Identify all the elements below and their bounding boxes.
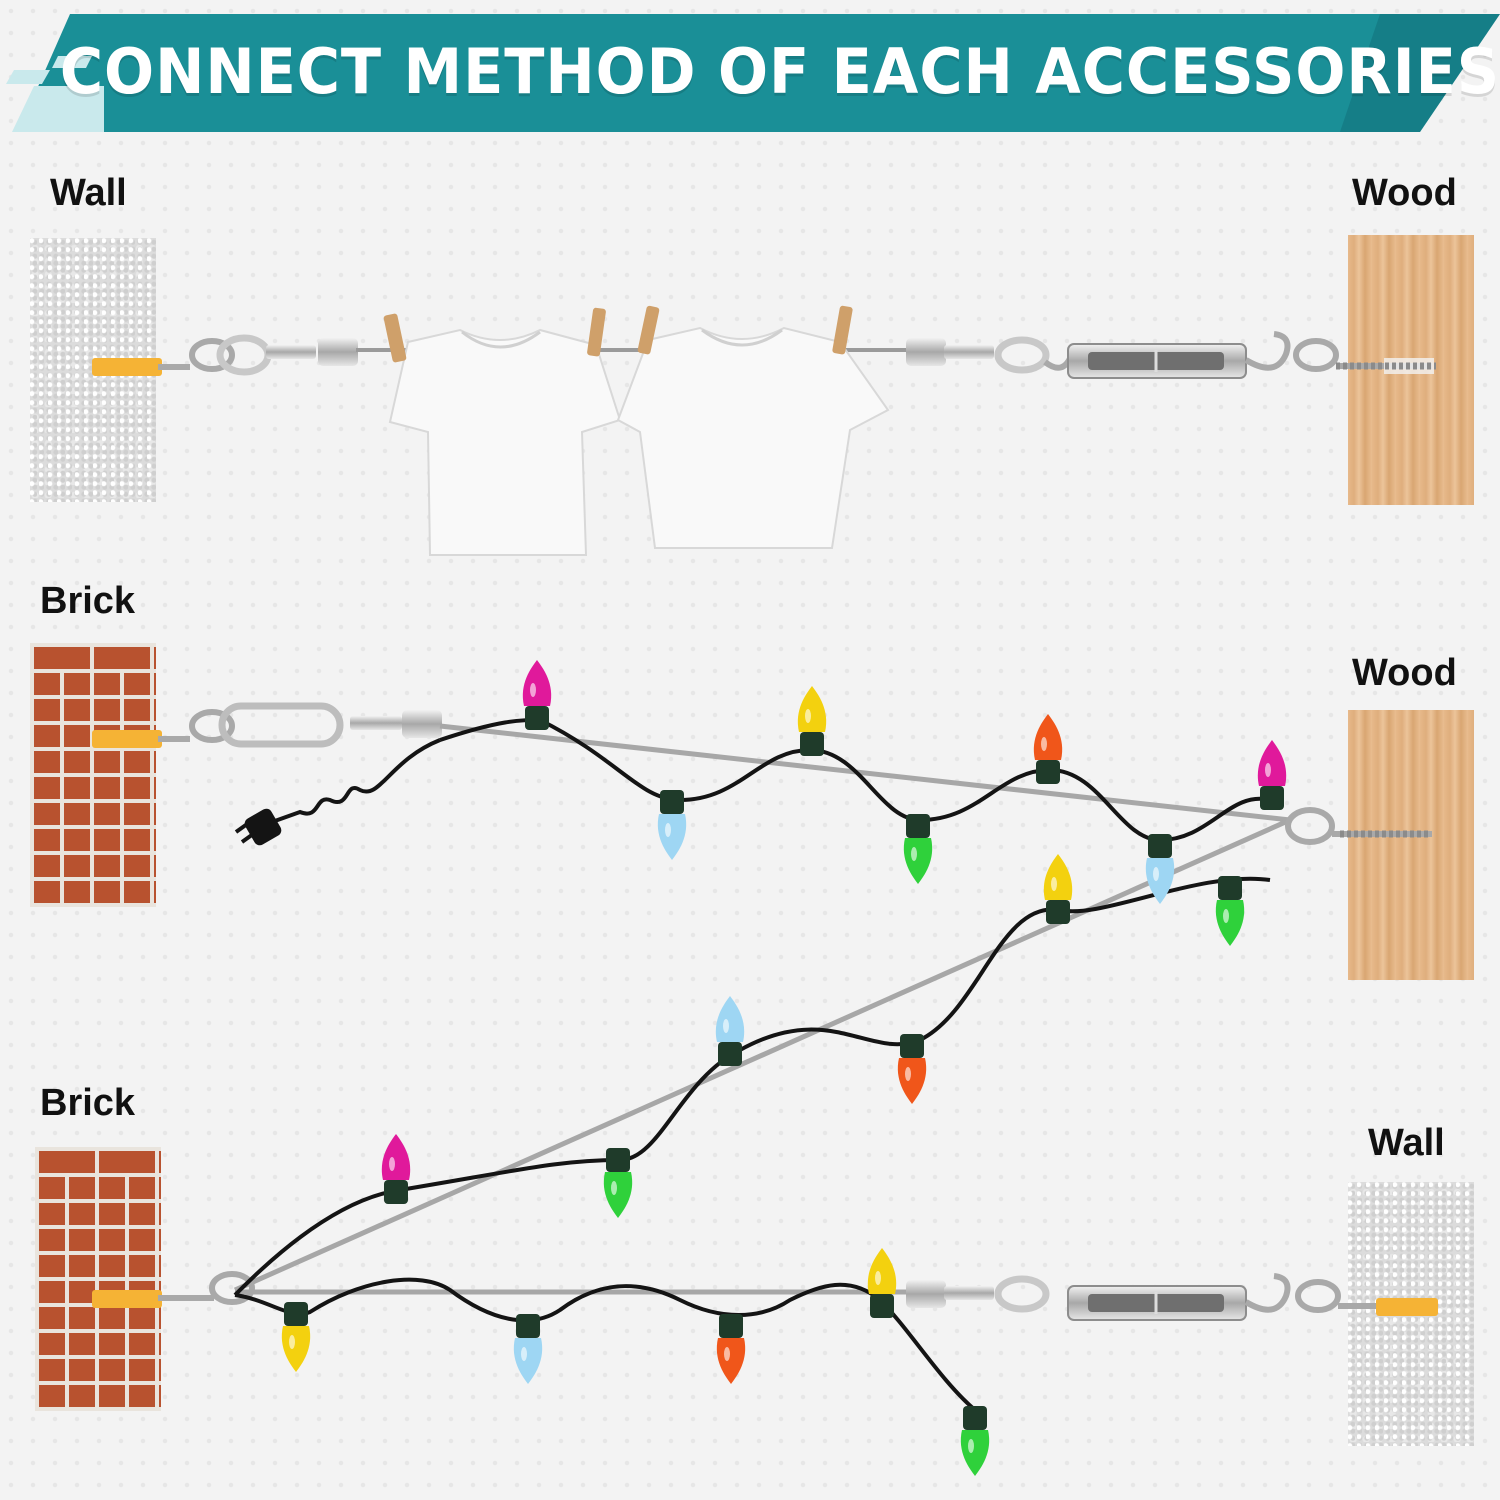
row1-left-label: Wall	[50, 172, 127, 214]
bulb-icon	[513, 1314, 543, 1384]
plug-icon	[234, 808, 282, 846]
bulb-icon	[1215, 876, 1245, 946]
wire-clamp-icon	[402, 710, 442, 738]
thimble-icon	[994, 1275, 1050, 1313]
banner-shape	[6, 14, 1500, 132]
carabiner-icon	[218, 702, 344, 748]
wire-rope	[439, 723, 1291, 823]
thimble-icon	[994, 336, 1050, 374]
bulb-icon	[960, 1406, 990, 1476]
wire-clamp-icon	[318, 338, 358, 366]
turnbuckle-icon	[1067, 1285, 1247, 1321]
turnbuckle-icon	[1067, 343, 1247, 379]
eye-hook-icon	[158, 1271, 255, 1305]
bulb-group	[281, 660, 1287, 1476]
thimble-icon	[216, 334, 272, 376]
wall-anchor-icon	[92, 730, 162, 748]
eye-hook-icon	[158, 338, 235, 372]
bulb-icon	[797, 686, 827, 756]
header-banner: CONNECT METHOD OF EACH ACCESSORIES	[0, 0, 1500, 150]
brick-surface-middle-left	[30, 643, 156, 907]
wall-surface-bottom-right	[1348, 1182, 1474, 1446]
wall-anchor-icon	[92, 358, 162, 376]
wire-clamp-icon	[906, 338, 946, 366]
row1-right-label: Wood	[1352, 172, 1457, 214]
row2-installation	[92, 702, 1432, 1293]
bulb-icon	[657, 790, 687, 860]
row1-installation	[92, 305, 1436, 556]
shirt-icon	[616, 326, 890, 549]
bulb-icon	[897, 1034, 927, 1104]
light-string-cable	[234, 1277, 977, 1412]
bulb-icon	[281, 1302, 311, 1372]
light-string-cable	[233, 876, 1271, 1297]
bulb-icon	[1043, 854, 1073, 924]
wire-rope	[233, 817, 1292, 1293]
bulb-icon	[903, 814, 933, 884]
clothespin-icon	[383, 305, 853, 363]
bulb-icon	[1033, 714, 1063, 784]
bulb-icon	[522, 660, 552, 730]
eye-hook-icon	[1295, 1279, 1380, 1313]
wire-clip-icon	[350, 716, 402, 730]
wire-clamp-icon	[906, 1280, 946, 1308]
row3-right-label: Wall	[1368, 1122, 1445, 1164]
bulb-icon	[603, 1148, 633, 1218]
shirt-icon	[388, 328, 622, 556]
wood-surface-middle-right	[1348, 710, 1474, 980]
wall-anchor-icon	[92, 1290, 162, 1308]
bulb-icon	[1145, 834, 1175, 904]
wall-anchor-icon	[1376, 1298, 1438, 1316]
s-hook-icon	[1244, 1273, 1291, 1313]
wire-clip-icon	[266, 345, 316, 359]
row3-left-label: Brick	[40, 1082, 136, 1124]
page-title: CONNECT METHOD OF EACH ACCESSORIES	[59, 34, 1500, 108]
wire-clip-icon	[944, 1286, 994, 1300]
bulb-icon	[715, 996, 745, 1066]
bulb-icon	[381, 1134, 411, 1204]
s-hook-icon	[1244, 331, 1291, 371]
bulb-icon	[867, 1248, 897, 1318]
power-cord	[271, 738, 441, 824]
bulb-icon	[1257, 740, 1287, 810]
wire-clip-icon	[944, 345, 994, 359]
row2-right-label: Wood	[1352, 652, 1457, 694]
bulb-icon	[716, 1314, 746, 1384]
eye-hook-icon	[158, 709, 235, 743]
row2-left-label: Brick	[40, 580, 136, 622]
